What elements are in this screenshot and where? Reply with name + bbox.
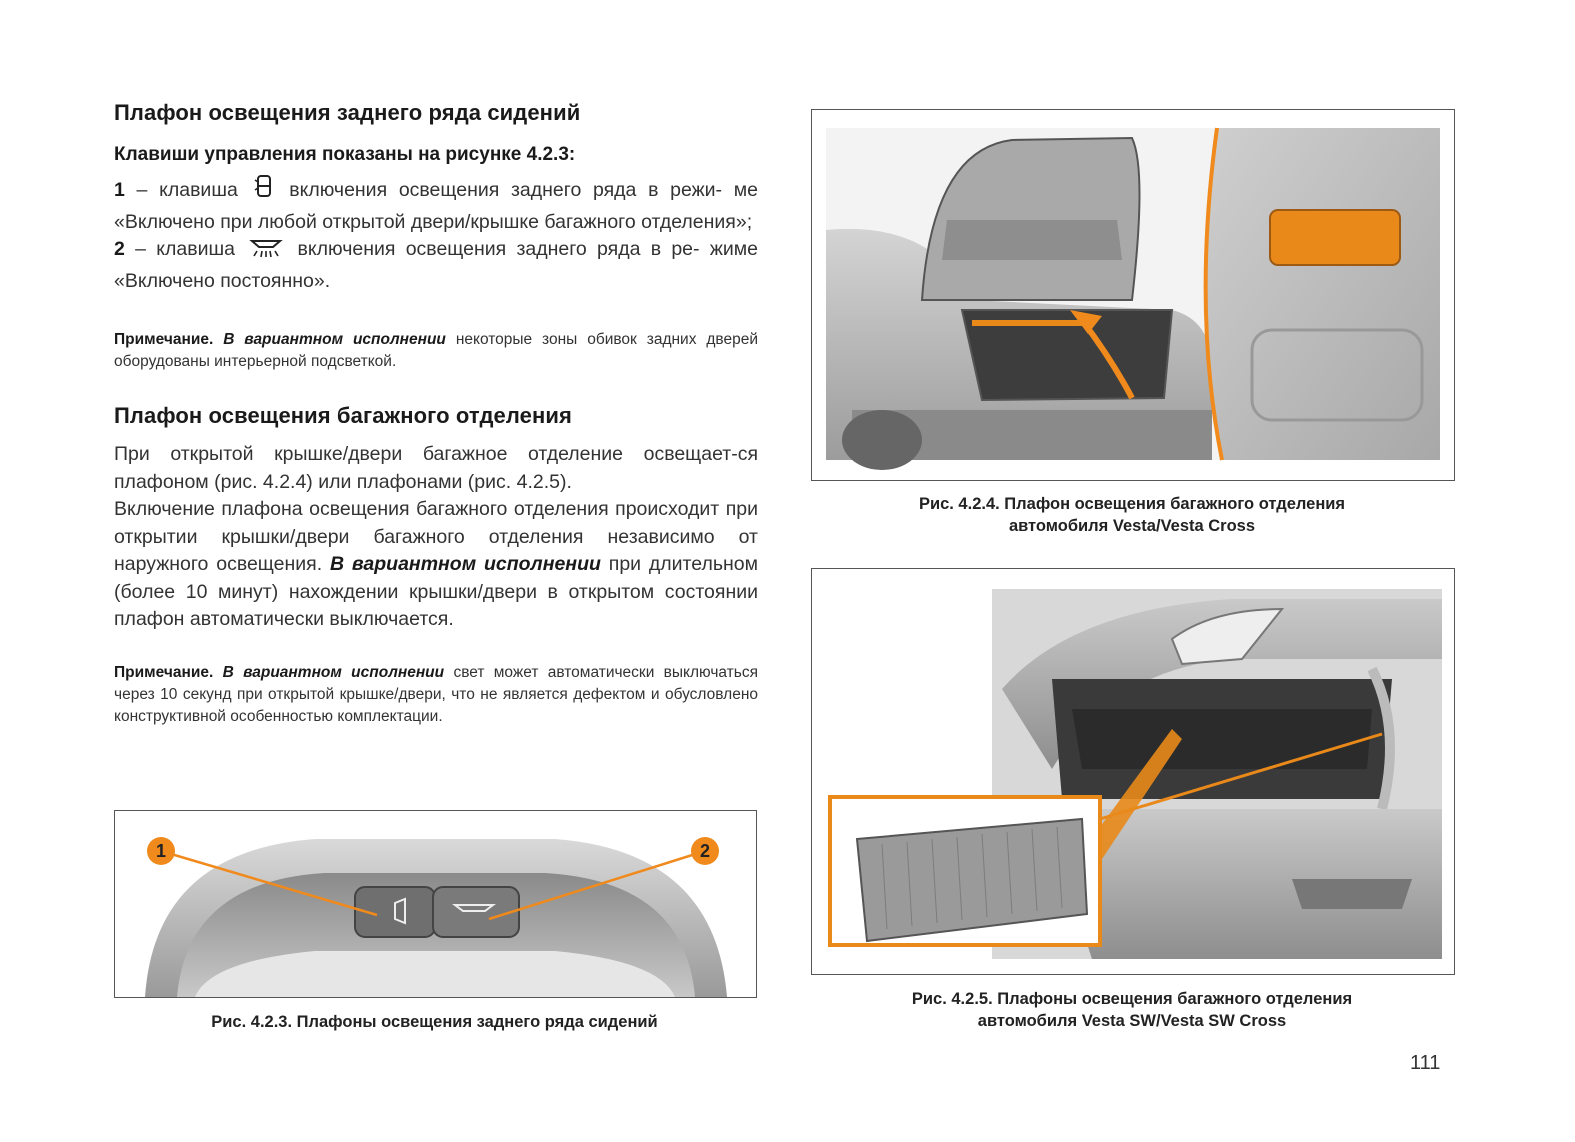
figure-4-2-5-caption-line1: Рис. 4.2.5. Плафоны освещения багажного … <box>911 990 1353 1008</box>
figure-4-2-4-caption: Рис. 4.2.4. Плафон освещения багажного о… <box>811 493 1453 537</box>
figure-4-2-5-caption-line2: автомобиля Vesta SW/Vesta SW Cross <box>977 1012 1287 1030</box>
trunk-lamp-shape <box>1269 209 1401 266</box>
note-1-text: некоторые зоны обивок задних дверей обор… <box>114 331 758 370</box>
figure-4-2-4-caption-line2: автомобиля Vesta/Vesta Cross <box>1008 517 1256 535</box>
trunk-paragraph-2-end: при длительном (более 10 минут) нахожден… <box>114 553 759 630</box>
item-1-prefix: – клавиша <box>124 179 238 201</box>
figure-4-2-4-caption-line1: Рис. 4.2.4. Плафон освещения багажного о… <box>918 495 1346 513</box>
item-1-number: 1 <box>114 179 125 201</box>
trunk-paragraph-2-emphasis: В вариантном исполнении <box>329 553 601 575</box>
wagon-trunk-lights-illustration <box>828 589 1442 959</box>
trunk-paragraph-1: При открытой крышке/двери багажное отдел… <box>114 443 758 493</box>
item-1-text-line1: включения освещения заднего ряда в режи- <box>289 179 723 201</box>
note-1: Примечание. В вариантном исполнении неко… <box>114 329 758 373</box>
item-1-paragraph: 1 – клавиша включения освещения заднего … <box>114 172 758 236</box>
note-2-text: свет может автоматически выключаться чер… <box>114 663 759 725</box>
cargo-lamp-closeup <box>855 817 1089 943</box>
item-2-prefix: – клавиша <box>124 238 235 260</box>
item-1-text-rest: ме «Включено при любой открытой двери/кр… <box>114 179 759 233</box>
ceiling-light-icon <box>249 237 283 268</box>
note-2-label: Примечание. <box>114 663 214 681</box>
trunk-paragraph-2-start: Включение плафона освещения багажного от… <box>114 498 758 575</box>
left-column: Плафон освещения заднего ряда сидений Кл… <box>114 100 758 728</box>
door-light-icon <box>254 172 274 209</box>
figure-4-2-5-caption: Рис. 4.2.5. Плафоны освещения багажного … <box>811 988 1453 1032</box>
note-1-emphasis: В вариантном исполнении <box>223 331 446 348</box>
subheading-controls: Клавиши управления показаны на рисунке 4… <box>114 144 576 165</box>
section-heading-rear-lights: Плафон освещения заднего ряда сидений <box>114 100 581 125</box>
callout-2-badge <box>691 837 719 865</box>
item-2-text-rest: жиме «Включено постоянно». <box>114 238 759 292</box>
figure-4-2-5 <box>811 568 1455 975</box>
section-heading-trunk-lights: Плафон освещения багажного отделения <box>114 403 572 428</box>
page-number: 111 <box>1410 1052 1441 1074</box>
rear-ceiling-buttons-illustration: 1 2 <box>145 837 727 997</box>
note-2: Примечание. В вариантном исполнении свет… <box>114 662 758 728</box>
note-2-emphasis: В вариантном исполнении <box>222 663 445 681</box>
item-2-paragraph: 2 – клавиша включения освещения заднего … <box>114 236 758 295</box>
callout-2-label: 2 <box>700 841 710 861</box>
figure-4-2-3: 1 2 <box>114 810 757 998</box>
callout-1-badge <box>147 837 175 865</box>
figure-4-2-3-caption: Рис. 4.2.3. Плафоны освещения заднего ря… <box>211 1013 658 1031</box>
figure-4-2-4 <box>811 109 1455 481</box>
callout-1-label: 1 <box>156 841 166 861</box>
item-2-text-line1: включения освещения заднего ряда в ре- <box>297 238 700 260</box>
trunk-paragraph-2: Включение плафона освещения багажного от… <box>114 496 758 634</box>
item-2-number: 2 <box>114 238 125 260</box>
note-1-label: Примечание. <box>114 331 214 348</box>
sedan-trunk-light-illustration <box>826 127 1440 470</box>
